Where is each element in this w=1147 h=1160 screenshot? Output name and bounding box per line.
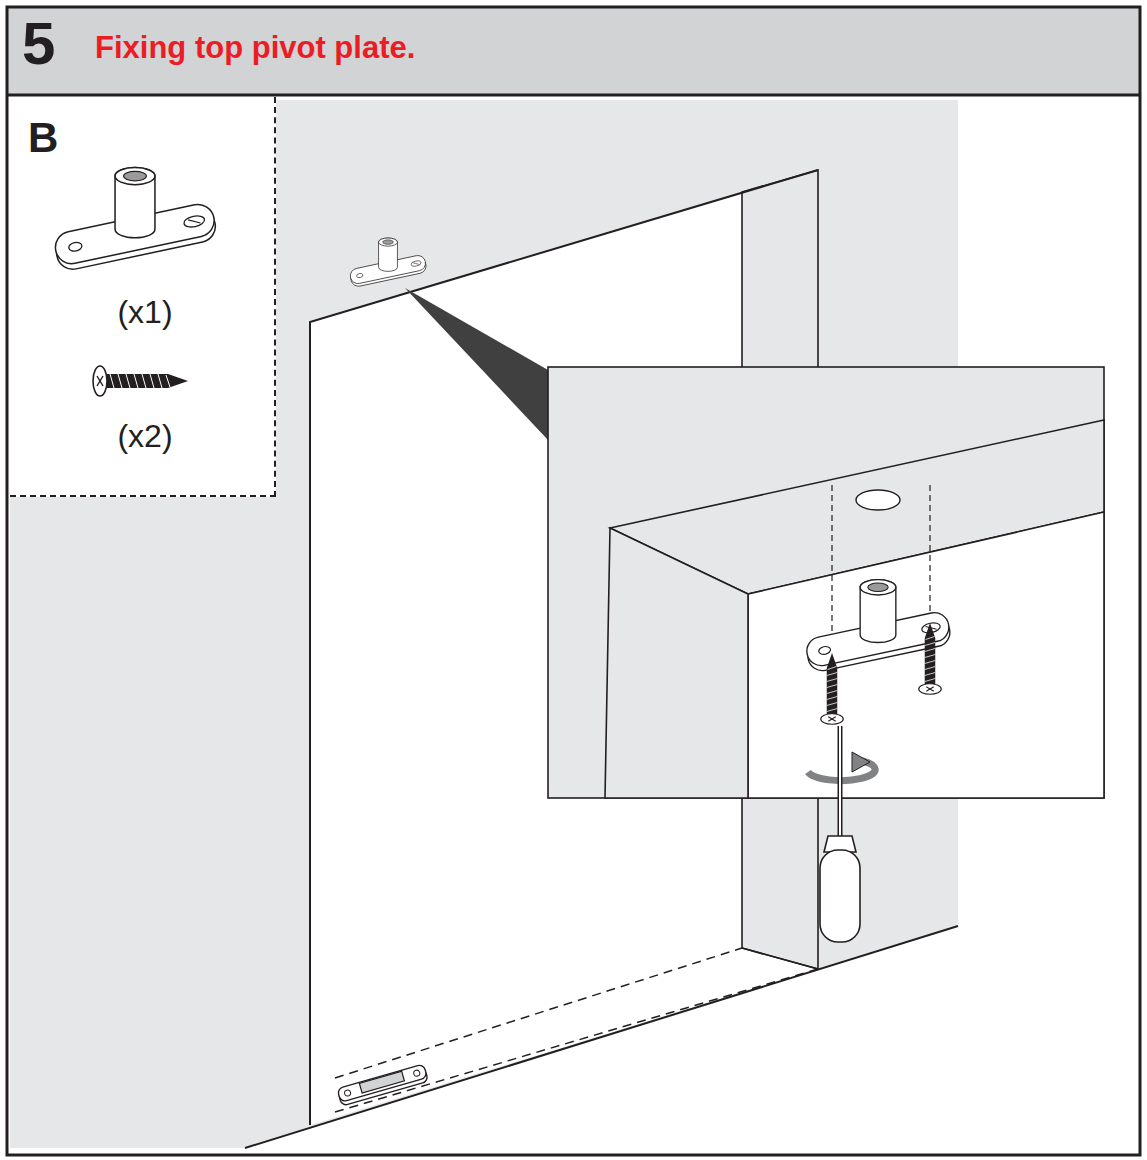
step-title: Fixing top pivot plate. bbox=[95, 30, 415, 66]
quantity-label: (x2) bbox=[117, 420, 172, 452]
part-letter: B bbox=[28, 117, 58, 159]
quantity-label: (x1) bbox=[117, 296, 172, 328]
parts-box: B (x1) (x2) bbox=[10, 97, 276, 497]
step-number: 5 bbox=[22, 14, 55, 74]
